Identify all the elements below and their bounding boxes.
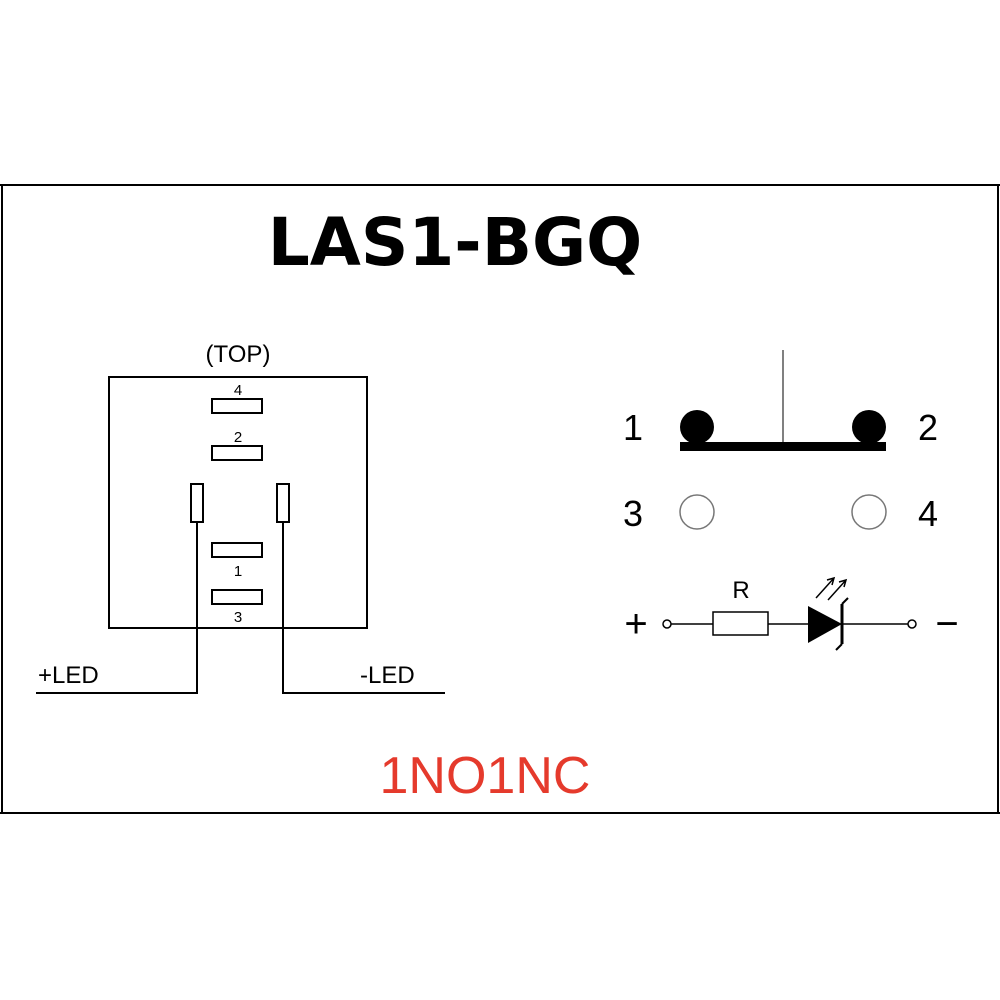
- contact-schematic: 1 2 3 4: [623, 350, 938, 534]
- pin-layout-view: (TOP) 4 2 1 3 +LED -LED: [36, 341, 445, 694]
- pin-4-label: 4: [234, 382, 242, 399]
- led-plus-lead: [36, 522, 198, 694]
- contact-2-label: 2: [918, 407, 938, 448]
- top-view-caption: (TOP): [206, 341, 271, 368]
- pin-2-label: 2: [234, 429, 242, 446]
- contact-1-label: 1: [623, 407, 643, 448]
- led-plus-label: +LED: [38, 662, 99, 689]
- contact-type-subtitle: 1NO1NC: [380, 747, 591, 805]
- contact-2-filled: [852, 410, 886, 444]
- circuit-plus-sign: +: [624, 602, 647, 646]
- pin-3-label: 3: [234, 609, 242, 626]
- circuit-minus-sign: −: [935, 602, 958, 646]
- terminal-node-right: [907, 619, 917, 629]
- resistor-label: R: [732, 577, 749, 604]
- led-circuit: + R −: [624, 576, 959, 651]
- resistor-icon: [712, 611, 769, 636]
- pin-1-terminal: [211, 542, 263, 558]
- terminal-node-left: [662, 619, 672, 629]
- switch-body-outline: [108, 376, 368, 629]
- contact-4-open: [851, 494, 887, 530]
- pin-4-terminal: [211, 398, 263, 414]
- diagram-frame: [0, 184, 1000, 814]
- contact-3-label: 3: [623, 493, 643, 534]
- moving-contact-bar: [680, 442, 886, 451]
- led-plus-terminal: [190, 483, 204, 523]
- led-minus-label: -LED: [360, 662, 415, 689]
- contact-4-label: 4: [918, 493, 938, 534]
- contact-3-open: [679, 494, 715, 530]
- pin-1-label: 1: [234, 563, 242, 580]
- model-title: LAS1-BGQ: [268, 204, 643, 281]
- led-minus-lead: [282, 522, 445, 694]
- contact-1-filled: [680, 410, 714, 444]
- pin-2-terminal: [211, 445, 263, 461]
- pin-3-terminal: [211, 589, 263, 605]
- led-minus-terminal: [276, 483, 290, 523]
- light-rays-icon: [815, 576, 848, 601]
